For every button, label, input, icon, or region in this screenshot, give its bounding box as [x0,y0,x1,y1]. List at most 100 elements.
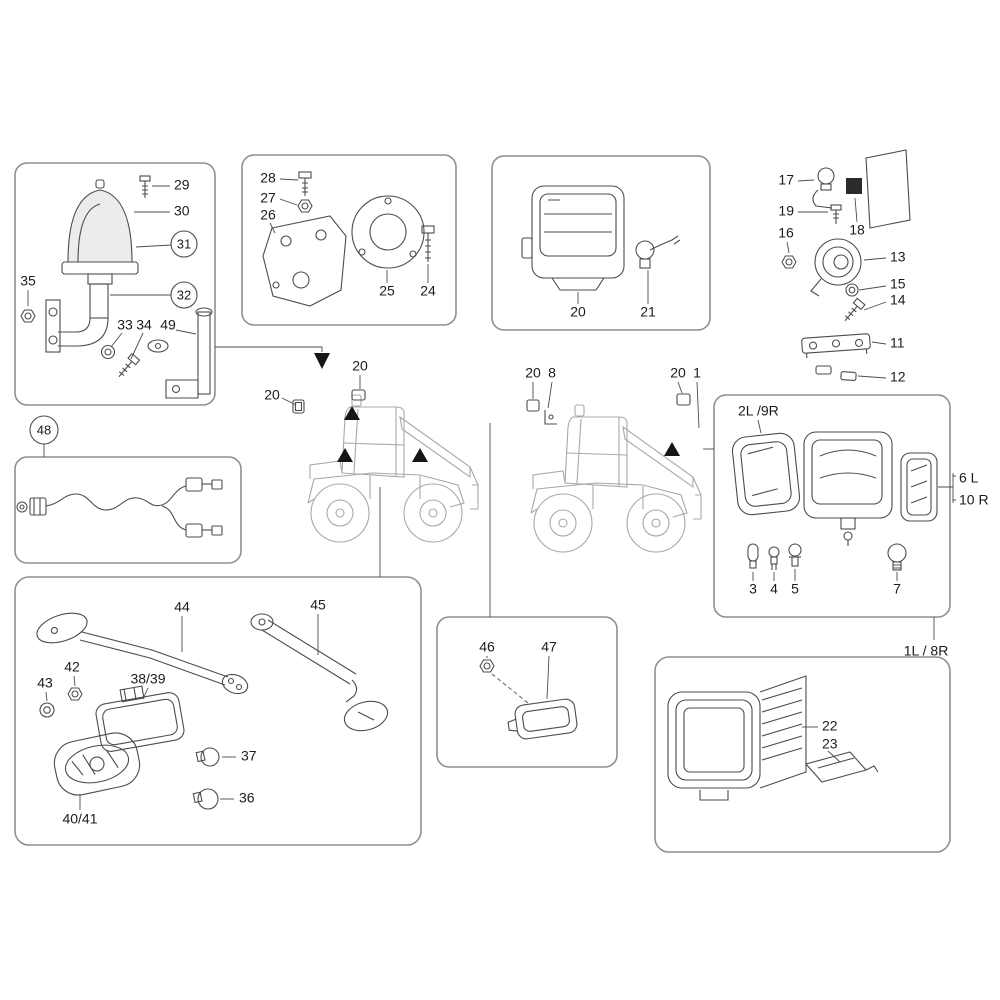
callout-33: 33 [117,317,133,333]
callout-29: 29 [174,177,190,193]
callout-32: 32 [177,287,191,302]
callout-8: 8 [548,365,556,381]
part-47-lamp-bracket [507,698,578,740]
box-worklamp22-group [654,656,951,853]
part-14-bolt [844,297,866,322]
callout-5: 5 [791,581,799,597]
callout-16: 16 [778,225,794,241]
part-34-bolt [118,352,141,378]
callout-43: 43 [37,675,53,691]
location-marker-up-3 [412,448,428,462]
callout-38-39: 38/39 [130,671,165,687]
part-43-washer [39,702,55,718]
callout-14: 14 [890,292,906,308]
part-24-bolt [421,225,435,262]
callout-20-m1-left: 20 [264,387,280,403]
callout-23: 23 [822,736,838,752]
part-3-bulb [747,543,759,569]
part-37-bulb [195,747,220,767]
callout-42: 42 [64,659,80,675]
part-26-plate [262,215,347,307]
callout-12: 12 [890,369,906,385]
bracket-icon-m2 [544,410,557,425]
part-22-worklamp [667,675,807,801]
part-11-bracket-bar [801,333,871,359]
callout-34: 34 [136,317,152,333]
part-49-pole-bracket [147,307,213,399]
callout-47: 47 [541,639,557,655]
machine-left [307,394,479,543]
box-beacon-group [14,162,216,406]
part-29-screw [139,175,151,198]
callout-20-m2: 20 [525,365,541,381]
callout-17: 17 [778,172,794,188]
callout-28: 28 [260,170,276,186]
box-mirror-group [14,576,422,846]
callout-19: 19 [778,203,794,219]
box-headlight-group [713,394,951,618]
callout-35: 35 [20,273,36,289]
callout-31: 31 [177,236,191,251]
callout-27: 27 [260,190,276,206]
part-46-bolt [479,659,495,673]
callout-2l-9r: 2L /9R [738,403,779,419]
machine-right [530,404,702,553]
callout-3: 3 [749,581,757,597]
part-48-wiring-harness [16,477,223,538]
part-44-mirror-arm [79,631,249,695]
callout-46: 46 [479,639,495,655]
callout-20-box: 20 [570,304,586,320]
box-bracket-group [436,616,618,768]
assembly-axis-dashed [491,673,529,704]
part-42-nut [67,687,83,701]
part-19-screw [830,204,842,224]
part-4-bulb [768,546,780,570]
part-headlamp-left [731,432,801,516]
part-38-39-mirror-head [95,685,185,752]
callout-13: 13 [890,249,906,265]
callout-15: 15 [890,276,906,292]
callout-1: 1 [693,365,701,381]
callout-48: 48 [37,422,51,437]
callout-49: 49 [160,317,176,333]
location-marker-up-4 [664,442,680,456]
part-30-beacon-dome [61,179,139,285]
callout-36: 36 [239,790,255,806]
part-13-horn [810,238,862,297]
callout-7: 7 [893,581,901,597]
callout-1l-8r: 1L / 8R [904,643,949,659]
callout-45: 45 [310,597,326,613]
callout-20-m1-top: 20 [352,358,368,374]
part-21-bulb [635,235,681,269]
part-28-screw [298,171,312,196]
box-harness-group [14,456,242,564]
callout-11: 11 [890,335,905,351]
part-marker-lamp-6l-10r [900,452,938,522]
callout-circle-32 [170,281,198,309]
box-plates-group [241,154,457,326]
lamp-icon-m2-right [676,393,691,406]
callout-6l: 6 L [959,470,979,486]
part-45-mirror-arm [250,613,389,732]
part-12-sleeves [815,365,857,381]
part-35-nut [20,309,36,323]
lamp-icon-m1-left [292,399,305,414]
callout-circle-31 [170,230,198,258]
part-15-washer [845,283,859,297]
lamp-icon-m2-left [526,399,540,412]
connector-beacon-to-machine [215,346,323,352]
callout-26: 26 [260,207,276,223]
part-cover-cap [36,612,88,644]
part-18-pad [846,149,911,229]
part-7-bulb [887,543,907,571]
part-16-nut [781,255,797,269]
lamp-icon-m1-top [351,389,366,401]
part-27-nut [297,199,313,213]
part-17-ball-stud [812,167,835,209]
callout-40-41: 40/41 [62,811,97,827]
callout-44: 44 [174,599,190,615]
part-25-round-plate [351,195,425,269]
callout-20-m2-right: 20 [670,365,686,381]
